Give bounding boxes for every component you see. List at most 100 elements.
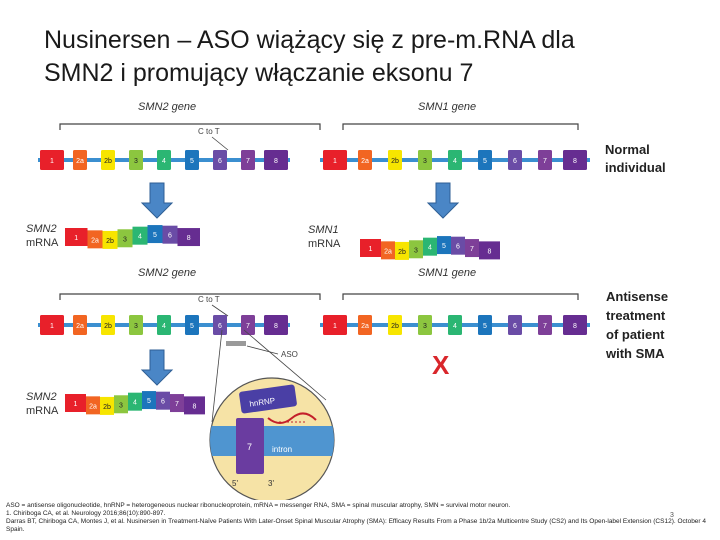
- gene-exon-label-6: 6: [513, 158, 517, 165]
- smn2-gene-label-top: SMN2 gene: [138, 101, 196, 113]
- mrna-exon-label-3: 3: [123, 236, 127, 243]
- mrna-exon-7: [465, 239, 479, 258]
- gene-exon-5: [185, 315, 199, 335]
- smn1-gene-label-middle: SMN1 gene: [418, 267, 476, 279]
- gene-exon-label-2b: 2b: [391, 323, 399, 330]
- gene-exon-label-4: 4: [453, 158, 457, 165]
- mrna-exon-label-2a: 2a: [384, 248, 392, 255]
- mrna-exon-label-4: 4: [133, 400, 137, 407]
- gene-exon-label-1: 1: [333, 158, 337, 165]
- gene-exon-6: [508, 150, 522, 170]
- mrna-exon-4: [423, 237, 437, 256]
- gene-exon-label-2b: 2b: [104, 323, 112, 330]
- gene-exon-5: [478, 150, 492, 170]
- five-prime-label: 5': [232, 479, 238, 488]
- gene-exon-label-4: 4: [453, 323, 457, 330]
- gene-exon-label-2b: 2b: [391, 158, 399, 165]
- c-to-t-pointer-top: [211, 136, 229, 151]
- gene-exon-1: [323, 315, 347, 335]
- smn1-gene-bracket-top: [342, 123, 579, 130]
- down-arrow-smn2-bottom: [140, 349, 174, 386]
- mrna-exon-2a: [86, 396, 100, 415]
- mrna-exon-3: [409, 240, 423, 259]
- mrna-exon-label-8: 8: [488, 248, 492, 255]
- mrna-exon-label-1: 1: [74, 235, 78, 242]
- gene-exon-label-5: 5: [483, 323, 487, 330]
- antisense-label-line-4: with SMA: [605, 346, 665, 361]
- title-line-1: Nusinersen – ASO wiążący się z pre-m.RNA…: [44, 26, 575, 54]
- gene-exon-label-2a: 2a: [76, 323, 84, 330]
- mrna-exon-3: [117, 229, 133, 248]
- three-prime-label: 3': [268, 479, 274, 488]
- mrna-exon-5: [147, 225, 163, 244]
- smn1-gene-bracket-middle: [342, 293, 579, 300]
- mrna-exon-label-2b: 2b: [106, 238, 114, 245]
- gene-exon-label-6: 6: [513, 323, 517, 330]
- gene-exon-label-8: 8: [573, 158, 577, 165]
- mrna-exon-1: [360, 239, 381, 257]
- mrna-exon-label-6: 6: [456, 244, 460, 251]
- gene-exon-7: [538, 315, 552, 335]
- gene-exon-label-8: 8: [573, 323, 577, 330]
- gene-exon-4: [448, 315, 462, 335]
- hnrnp-label: hnRNP: [249, 396, 276, 409]
- smn2-mrna-label-2-line-2: mRNA: [26, 405, 59, 417]
- mrna-exon-8: [479, 241, 500, 260]
- zoom-line-left: [211, 329, 223, 423]
- gene-exon-3: [418, 315, 432, 335]
- gene-exon-4: [448, 150, 462, 170]
- gene-exon-label-3: 3: [423, 323, 427, 330]
- gene-exon-label-6: 6: [218, 323, 222, 330]
- footnote-abbreviations: ASO = antisense oligonucleotide, hnRNP =…: [6, 502, 511, 509]
- mrna-exon-label-4: 4: [138, 234, 142, 241]
- gene-exon-label-8: 8: [274, 323, 278, 330]
- zoom-exon-7-label: 7: [247, 442, 252, 452]
- gene-exon-label-7: 7: [246, 158, 250, 165]
- gene-exon-label-4: 4: [162, 323, 166, 330]
- gene-exon-label-2a: 2a: [361, 323, 369, 330]
- mrna-exon-6: [451, 236, 465, 255]
- mrna-exon-label-2b: 2b: [103, 404, 111, 411]
- mrna-exon-label-2b: 2b: [398, 249, 406, 256]
- gene-exon-3: [129, 150, 143, 170]
- mrna-exon-7: [170, 394, 184, 413]
- mrna-exon-label-5: 5: [147, 398, 151, 405]
- gene-exon-2a: [73, 315, 87, 335]
- smn1-absent-x-mark: X: [432, 350, 450, 380]
- gene-exon-7: [538, 150, 552, 170]
- gene-exon-label-3: 3: [134, 158, 138, 165]
- smn1-mrna-label-line-1: SMN1: [308, 224, 339, 236]
- gene-exon-1: [323, 150, 347, 170]
- footnote-reference-2: Darras BT, Chiriboga CA, Montes J, et al…: [6, 518, 706, 525]
- gene-exon-2b: [388, 150, 402, 170]
- mrna-exon-label-4: 4: [428, 245, 432, 252]
- mrna-exon-label-8: 8: [187, 235, 191, 242]
- mrna-exon-2a: [87, 230, 103, 249]
- gene-exon-7: [241, 150, 255, 170]
- smn2-mrna-label-2-line-1: SMN2: [26, 391, 57, 403]
- gene-exon-label-2a: 2a: [361, 158, 369, 165]
- gene-exon-1: [40, 150, 64, 170]
- mrna-exon-label-5: 5: [442, 243, 446, 250]
- smn2-mrna-label-1-line-1: SMN2: [26, 223, 57, 235]
- antisense-label-line-1: Antisense: [606, 289, 668, 304]
- mrna-exon-label-6: 6: [168, 233, 172, 240]
- gene-exon-label-5: 5: [483, 158, 487, 165]
- gene-exon-label-5: 5: [190, 323, 194, 330]
- intron-label: intron: [272, 445, 292, 454]
- mrna-exon-2b: [100, 396, 114, 415]
- gene-exon-label-3: 3: [134, 323, 138, 330]
- mrna-exon-label-1: 1: [369, 246, 373, 253]
- gene-exon-5: [478, 315, 492, 335]
- mrna-exon-label-5: 5: [153, 232, 157, 239]
- gene-exon-8: [563, 150, 587, 170]
- mrna-exon-label-7: 7: [470, 246, 474, 253]
- normal-label-line-1: Normal: [605, 142, 650, 157]
- mrna-exon-1: [65, 228, 88, 246]
- mrna-exon-2b: [102, 230, 118, 249]
- smn2-gene-bracket-middle: [59, 293, 321, 300]
- smn2-mrna-label-1-line-2: mRNA: [26, 237, 59, 249]
